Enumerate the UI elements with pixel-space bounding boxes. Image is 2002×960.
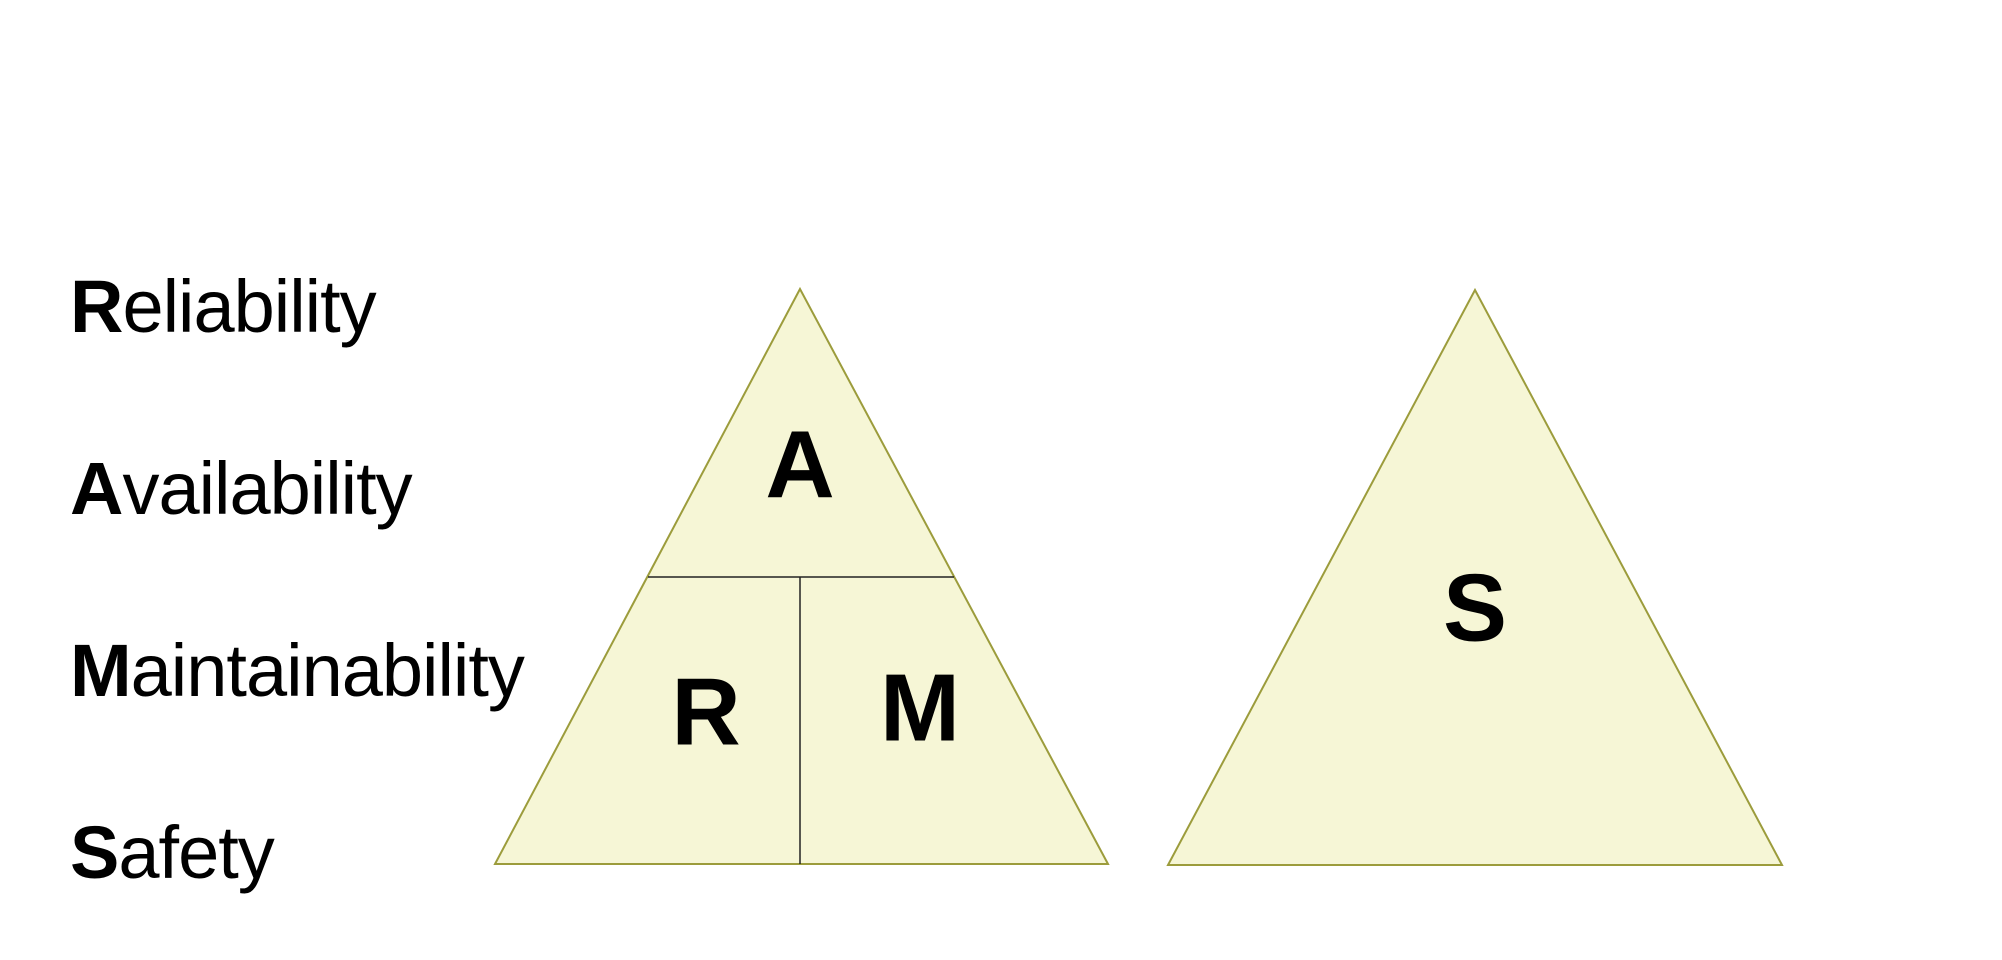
term-availability: Availability	[70, 452, 413, 526]
term-rest: eliability	[122, 265, 376, 348]
term-rest: vailability	[122, 447, 412, 530]
term-rest: afety	[118, 811, 274, 894]
safety-label: S	[1443, 555, 1507, 662]
ram-top-label: A	[765, 412, 834, 519]
term-rest: aintainability	[130, 629, 525, 712]
ram-bottom-right-label: M	[880, 655, 960, 762]
term-initial: A	[70, 447, 123, 530]
safety-triangle-shape	[1166, 287, 1784, 866]
term-list: Reliability Availability Maintainability…	[70, 0, 590, 960]
term-maintainability: Maintainability	[70, 634, 525, 708]
term-safety: Safety	[70, 816, 275, 890]
safety-triangle: S	[1166, 287, 1784, 866]
term-initial: M	[70, 629, 132, 712]
term-reliability: Reliability	[70, 270, 377, 344]
term-initial: S	[70, 811, 119, 894]
ram-triangle: A R M	[493, 286, 1110, 865]
term-initial: R	[70, 265, 123, 348]
ram-bottom-left-label: R	[671, 659, 740, 766]
